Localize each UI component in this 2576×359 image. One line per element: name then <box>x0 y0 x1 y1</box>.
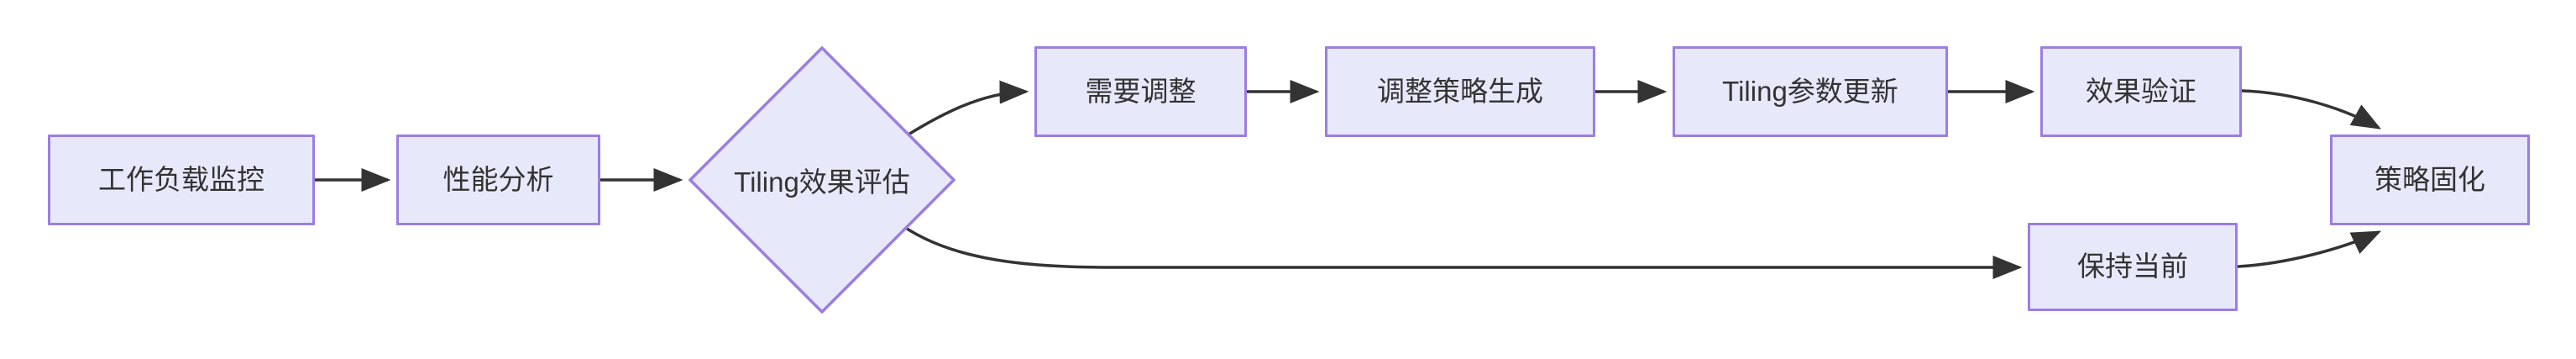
node-need-adjust[interactable]: 需要调整 <box>1034 46 1247 137</box>
diamond-shape <box>689 46 956 314</box>
node-strategy-fix[interactable]: 策略固化 <box>2330 135 2530 225</box>
node-strategy-gen[interactable]: 调整策略生成 <box>1325 46 1595 137</box>
edge-tiling-eval-to-keep-current <box>893 219 2023 279</box>
edge-keep-current-to-strategy-fix <box>2237 230 2382 268</box>
node-need-adjust-label: 需要调整 <box>1085 75 1196 107</box>
node-keep-current[interactable]: 保持当前 <box>2028 223 2238 311</box>
node-keep-current-label: 保持当前 <box>2077 251 2188 282</box>
node-tiling-eval[interactable]: Tiling效果评估 <box>689 46 956 314</box>
node-strategy-gen-label: 调整策略生成 <box>1377 75 1543 107</box>
node-param-update[interactable]: Tiling参数更新 <box>1673 46 1948 137</box>
node-workload-monitor-label: 工作负载监控 <box>98 163 264 195</box>
node-workload-monitor[interactable]: 工作负载监控 <box>48 135 315 225</box>
node-param-update-label: Tiling参数更新 <box>1722 75 1898 107</box>
node-perf-analysis-label: 性能分析 <box>442 163 554 195</box>
node-tiling-eval-label: Tiling效果评估 <box>734 166 910 198</box>
node-effect-verify[interactable]: 效果验证 <box>2040 46 2242 137</box>
node-strategy-fix-label: 策略固化 <box>2374 163 2485 195</box>
node-perf-analysis[interactable]: 性能分析 <box>396 135 600 225</box>
node-effect-verify-label: 效果验证 <box>2086 75 2196 107</box>
edge-effect-verify-to-strategy-fix <box>2241 89 2382 129</box>
